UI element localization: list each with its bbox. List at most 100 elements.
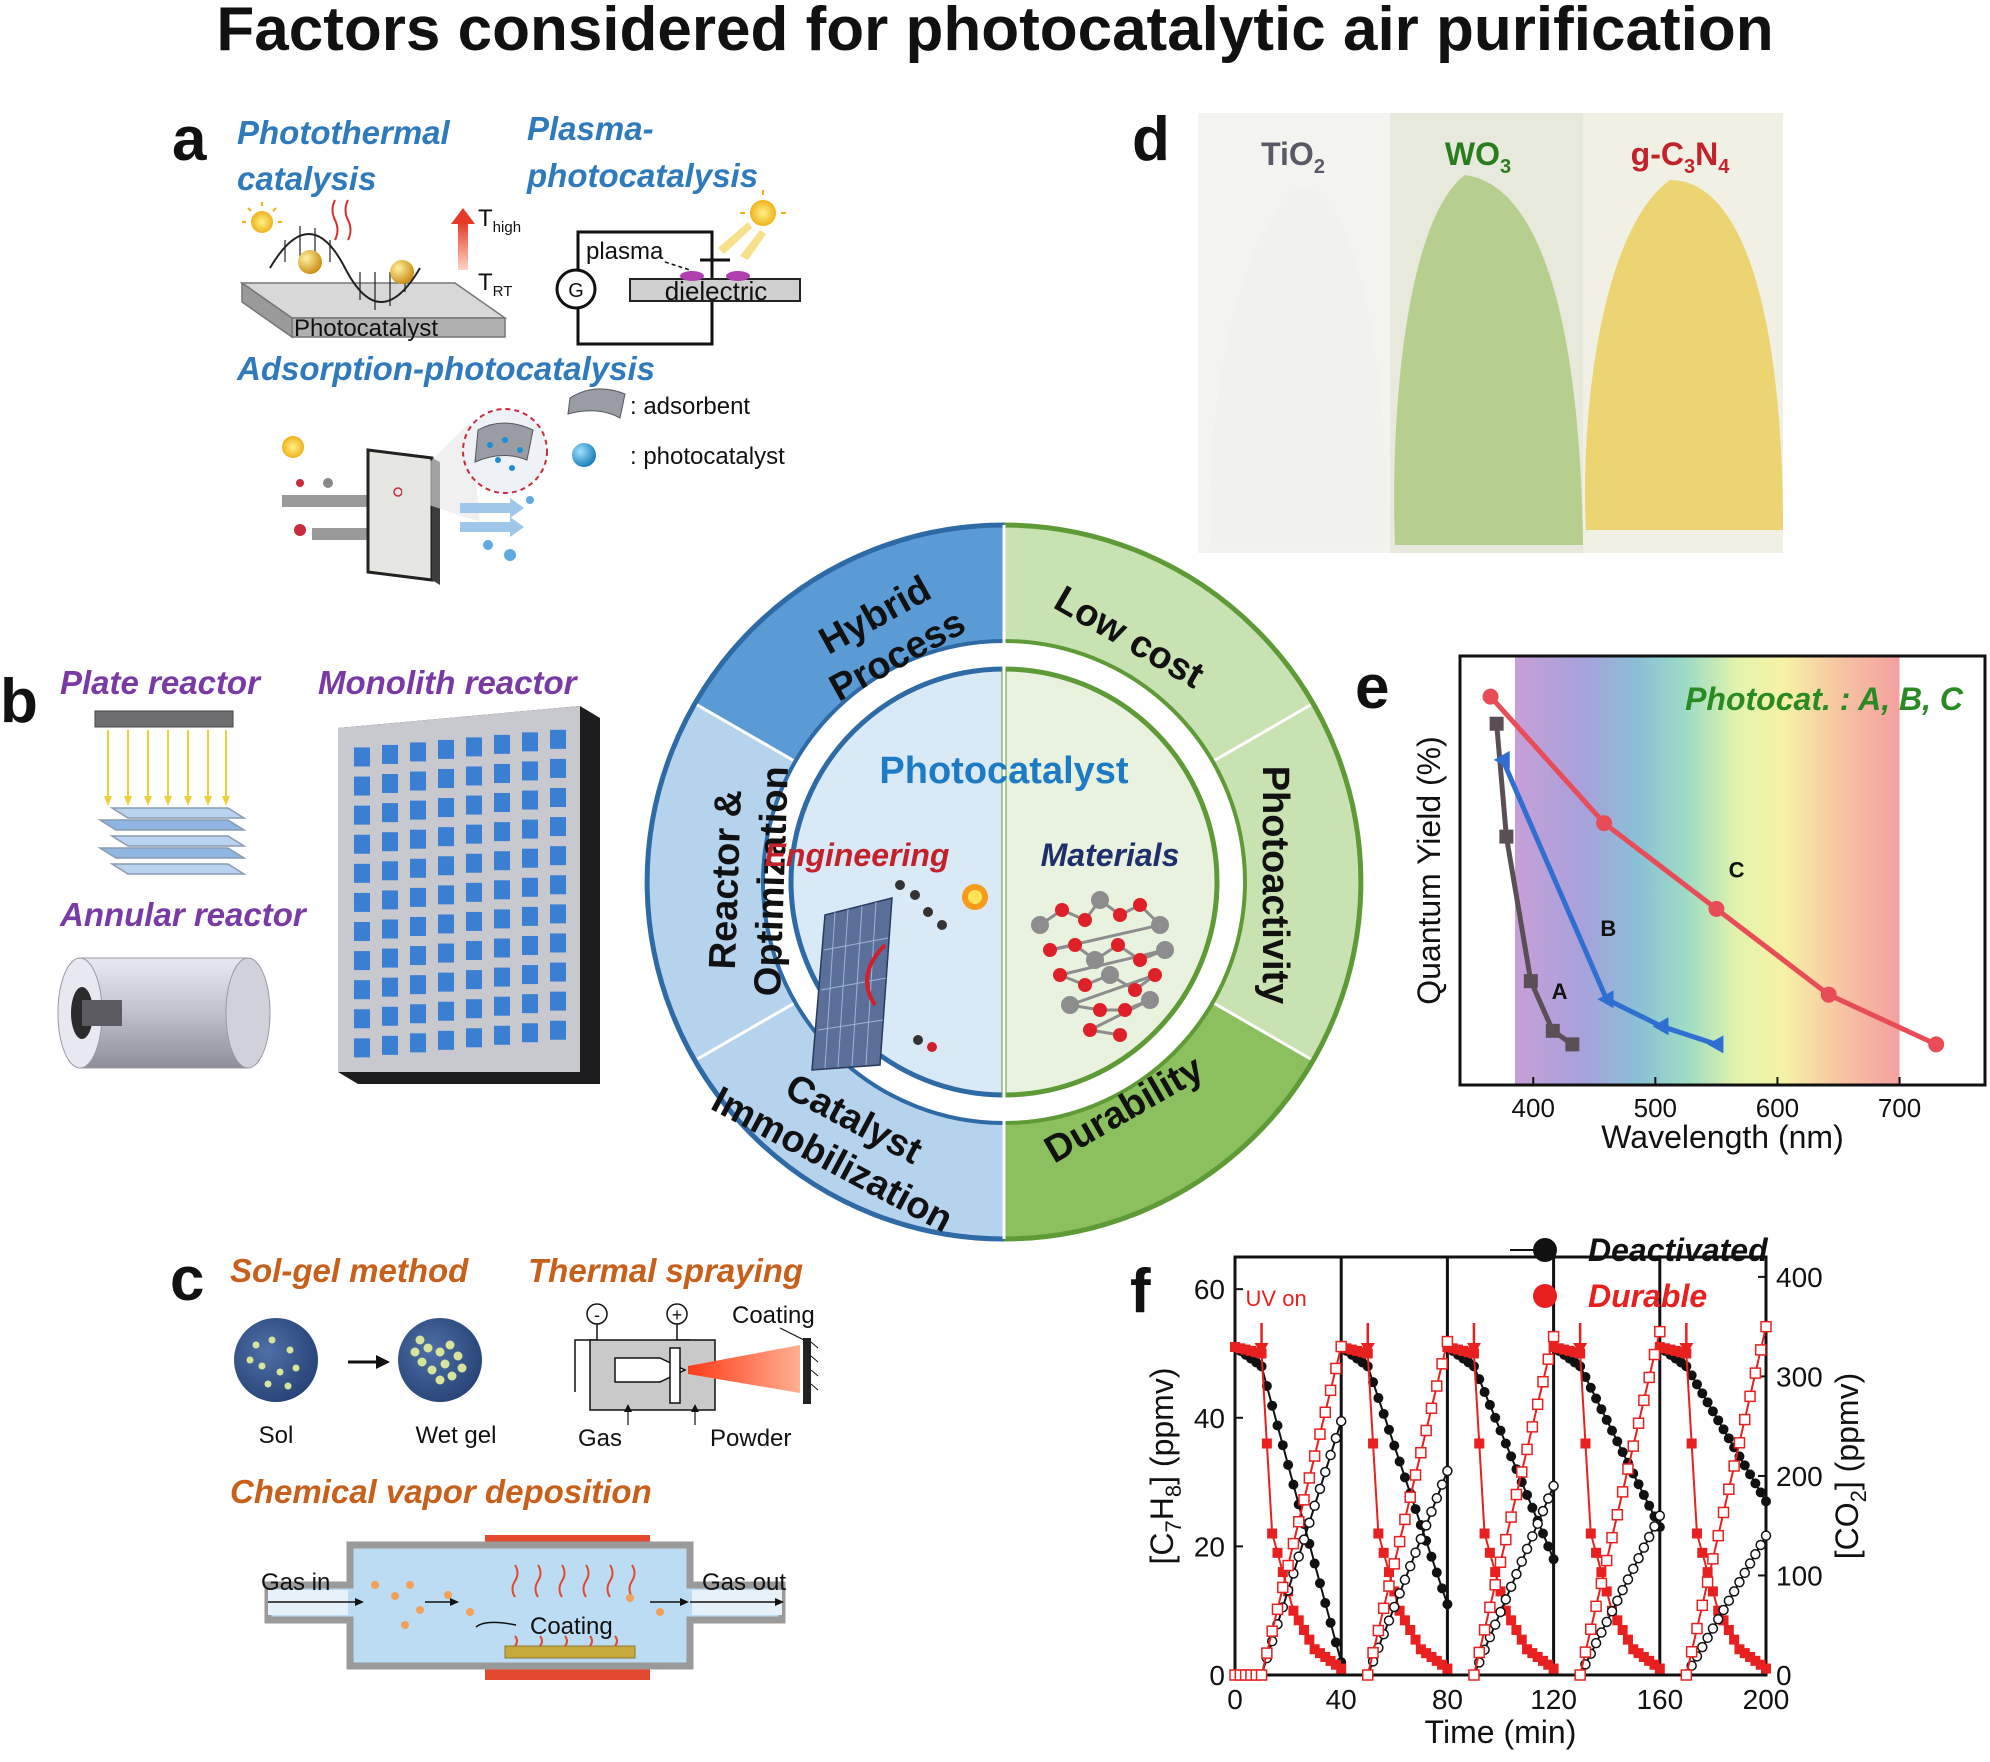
durable-point: [1357, 1347, 1368, 1358]
durable-point: [1622, 1634, 1633, 1645]
co2-durable-point: [1367, 1647, 1379, 1659]
monolith-cell: [438, 739, 454, 759]
deactivated-point: [1745, 1469, 1756, 1480]
monolith-cell: [550, 875, 566, 895]
y-left-tick-label: 60: [1194, 1274, 1225, 1305]
durable-point: [1585, 1528, 1596, 1539]
durable-point: [1745, 1651, 1756, 1662]
monolith-cell: [354, 805, 370, 825]
co2-deactivated-point: [1612, 1595, 1623, 1606]
monolith-cell: [438, 856, 454, 876]
durable-point: [1638, 1651, 1649, 1662]
monolith-cell: [354, 747, 370, 767]
plasma-title-line2: photocatalysis: [526, 157, 758, 194]
deactivated-point: [1702, 1397, 1713, 1408]
co2-durable-point: [1643, 1371, 1655, 1384]
generator-label: G: [568, 280, 584, 302]
co2-deactivated-point: [1330, 1432, 1342, 1444]
series-line: [1579, 1515, 1661, 1676]
legend-marker: [1533, 1238, 1557, 1262]
durable-point: [1644, 1655, 1655, 1666]
co2-durable-point: [1728, 1460, 1740, 1472]
durable-point: [1564, 1345, 1575, 1356]
plasma-label: plasma: [586, 238, 664, 265]
co2-durable-point: [1261, 1647, 1273, 1659]
monolith-cell: [466, 766, 482, 786]
monolith-cell: [522, 906, 538, 926]
series-B-point: [1652, 1017, 1669, 1036]
durable-point: [1410, 1634, 1421, 1645]
wheel-core-materials: [1001, 666, 1220, 1098]
co2-durable-point: [1611, 1509, 1624, 1521]
durable-point: [1468, 1348, 1479, 1359]
monolith-cell: [410, 742, 426, 762]
co2-durable-point: [1425, 1402, 1438, 1415]
co2-durable-point: [1484, 1601, 1496, 1614]
durable-point: [1442, 1663, 1453, 1674]
monolith-cell: [550, 788, 566, 808]
deactivated-point: [1373, 1393, 1384, 1404]
co2-durable-point: [1494, 1556, 1507, 1568]
durable-point: [1288, 1605, 1299, 1616]
x-tick-label: 200: [1743, 1684, 1790, 1715]
monolith-cell: [438, 798, 454, 818]
deactivated-point: [1320, 1597, 1331, 1608]
monolith-cell: [382, 803, 398, 823]
deactivated-point: [1580, 1372, 1591, 1383]
monolith-cell: [494, 793, 510, 813]
co2-deactivated-point: [1521, 1543, 1533, 1555]
co2-durable-point: [1707, 1553, 1719, 1565]
chart-e-frame: [1458, 654, 1987, 1087]
co2-deactivated-point: [1511, 1568, 1522, 1580]
y-right-tick-label: 300: [1776, 1361, 1823, 1392]
deactivated-point: [1500, 1438, 1511, 1449]
monolith-cell: [522, 790, 538, 810]
x-axis-label: Wavelength (nm): [1601, 1119, 1843, 1155]
x-tick-label: 120: [1530, 1684, 1577, 1715]
durable-point: [1591, 1547, 1602, 1558]
series-line: [1685, 1535, 1767, 1676]
co2-durable-point: [1579, 1646, 1592, 1658]
co2-deactivated-point: [1394, 1588, 1405, 1599]
co2-durable-point: [1266, 1625, 1278, 1637]
co2-durable-point: [1478, 1624, 1491, 1636]
monolith-cell: [550, 729, 566, 749]
panel-b: b Plate reactor Monolith reactor Annular…: [0, 664, 600, 1084]
deactivated-point: [1591, 1393, 1602, 1404]
monolith-cell: [410, 916, 426, 936]
durable-point: [1734, 1644, 1745, 1655]
molecule-atom: [1133, 898, 1147, 912]
co2-durable-point: [1696, 1599, 1709, 1612]
durable-point: [1490, 1567, 1501, 1578]
engineering-label: Engineering: [765, 837, 950, 873]
deactivated-point: [1277, 1440, 1288, 1451]
visible-spectrum-band: [1514, 656, 1900, 1085]
molecule-atom: [1043, 943, 1057, 957]
photothermal-illustration: Photocatalyst Thigh TRT: [239, 199, 521, 342]
durable-point: [1506, 1615, 1517, 1626]
durable-point: [1256, 1348, 1267, 1359]
co2-deactivated-point: [1643, 1531, 1655, 1543]
wet-gel-label: Wet gel: [416, 1422, 497, 1449]
co2-deactivated-point: [1389, 1601, 1400, 1613]
monolith-cell: [494, 851, 510, 871]
monolith-cell: [382, 1035, 398, 1055]
co2-deactivated-point: [1728, 1586, 1740, 1597]
panel-c-label: c: [170, 1245, 204, 1314]
co2-deactivated-point: [1590, 1637, 1602, 1649]
annular-reactor-illustration: [57, 957, 271, 1069]
co2-deactivated-point: [1537, 1505, 1549, 1517]
deactivated-point: [1267, 1400, 1278, 1411]
durable-point: [1240, 1344, 1251, 1355]
durable-point: [1654, 1663, 1665, 1674]
co2-durable-point: [1393, 1535, 1406, 1548]
deactivated-point: [1394, 1456, 1405, 1467]
y-right-tick-label: 0: [1776, 1660, 1792, 1691]
co2-deactivated-point: [1755, 1539, 1766, 1551]
co2-durable-point: [1744, 1390, 1756, 1403]
monolith-cell: [522, 761, 538, 781]
monolith-cell: [466, 824, 482, 844]
cvd-title: Chemical vapor deposition: [230, 1473, 652, 1510]
molecule-atom: [1128, 983, 1142, 997]
deactivated-point: [1383, 1424, 1394, 1435]
